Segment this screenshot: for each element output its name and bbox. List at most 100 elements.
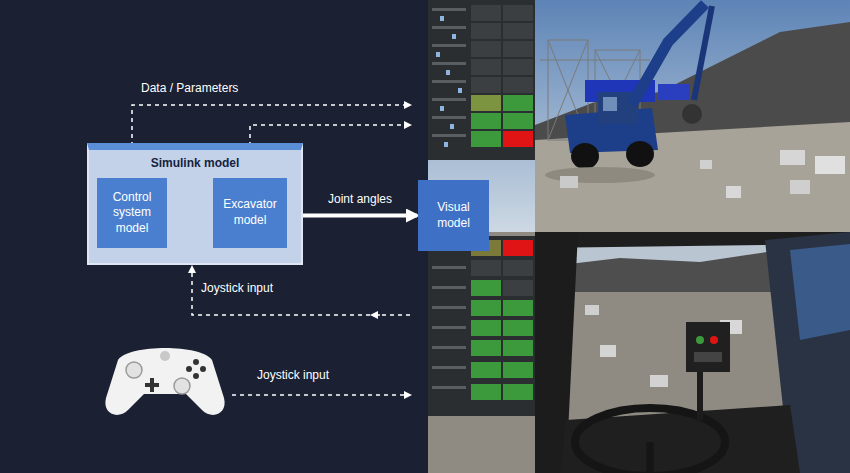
simulator-screenshot-top <box>436 52 440 57</box>
simulator-screenshot-cab <box>697 372 703 420</box>
simulator-screenshot-top <box>471 95 501 111</box>
process-box: Visual model <box>418 180 489 251</box>
simulator-screenshot-top <box>503 59 533 75</box>
simulator-screenshot-cab <box>503 280 533 296</box>
simulator-screenshot-top <box>682 104 702 124</box>
simulator-screenshot-cab <box>432 386 466 389</box>
flow-arrow <box>303 214 417 218</box>
simulator-screenshot-top <box>458 88 462 93</box>
simulator-screenshot-top <box>428 0 850 232</box>
simulator-screenshot-top <box>471 23 501 39</box>
simulator-screenshot-top <box>503 23 533 39</box>
signal-label: Joystick input <box>257 368 329 382</box>
signal-label: Joystick input <box>201 281 273 295</box>
gamepad-icon <box>126 362 142 378</box>
simulator-screenshot-top <box>694 6 712 100</box>
simulator-screenshot-cab <box>432 246 466 389</box>
simulator-screenshot-top <box>471 41 501 57</box>
simulator-screenshot-top <box>432 134 466 137</box>
simulator-screenshot-cab <box>428 232 850 473</box>
simulator-screenshot-top <box>540 60 650 61</box>
gamepad-icon <box>150 378 154 392</box>
simulator-screenshot-cab <box>647 442 654 473</box>
gamepad-icon <box>160 351 170 361</box>
simulator-screenshot-cab <box>471 300 501 316</box>
simulator-screenshot-top <box>432 62 466 65</box>
simulator-screenshot-cab <box>471 260 501 276</box>
simulator-screenshot-top <box>432 8 466 137</box>
simulator-screenshot-cab <box>432 286 466 289</box>
simulator-screenshot-top <box>452 34 456 39</box>
simulator-screenshot-top <box>428 0 535 160</box>
joystick-line <box>232 394 410 396</box>
simulator-screenshot-top <box>432 26 466 29</box>
joystick-arrowhead <box>372 314 380 316</box>
simulator-screenshot-cab <box>471 280 501 296</box>
simulator-screenshot-cab <box>585 305 599 315</box>
simulator-screenshot-cab <box>503 384 533 400</box>
simulator-screenshot-cab <box>432 306 466 309</box>
simulator-screenshot-top <box>432 8 466 11</box>
simulator-screenshot-top <box>471 59 501 75</box>
simulator-screenshot-top <box>790 180 810 194</box>
simulator-screenshot-top <box>626 141 654 167</box>
simulator-screenshot-top <box>658 84 690 100</box>
simulator-screenshot-cab <box>503 300 533 316</box>
simulator-screenshot-cab <box>471 362 501 378</box>
simulator-screenshot-cab <box>503 260 533 276</box>
process-box: Control system model <box>97 178 167 248</box>
gamepad-icon <box>193 373 199 379</box>
gamepad-icon <box>105 348 224 415</box>
simulator-screenshot-top <box>726 186 741 198</box>
simulator-screenshot-top <box>780 150 805 165</box>
simulator-screenshot-top <box>700 160 712 169</box>
simulator-screenshot-cab <box>710 336 718 344</box>
signal-label: Data / Parameters <box>141 81 238 95</box>
simulator-screenshot-cab <box>432 366 466 369</box>
node-text: Simulink model <box>89 150 301 170</box>
simulator-screenshot-cab <box>428 236 535 416</box>
simulator-screenshot-top <box>440 106 444 111</box>
gamepad-icon <box>193 359 199 365</box>
simulator-screenshot-top <box>432 80 466 83</box>
gamepad-icon <box>186 366 192 372</box>
simulator-screenshot-top <box>603 97 617 111</box>
gamepad-icon <box>105 348 224 415</box>
simulator-screenshot-cab <box>694 352 722 362</box>
simulator-screenshot-top <box>432 116 466 119</box>
simulator-screenshot-top <box>471 131 501 147</box>
node-text: Excavator model <box>217 197 283 228</box>
simulator-screenshot-top <box>471 77 501 93</box>
simulator-screenshot-cab <box>686 322 730 372</box>
simulator-screenshot-top <box>446 70 450 75</box>
simulator-screenshot-top <box>444 142 448 147</box>
simulator-screenshot-cab <box>600 345 616 357</box>
simulator-screenshot-cab <box>471 340 501 356</box>
simulator-screenshot-top <box>503 131 533 147</box>
simulator-screenshot-top <box>560 176 578 188</box>
simulator-screenshot-cab <box>432 326 466 329</box>
simulator-screenshot-top <box>503 95 533 111</box>
simulator-screenshot-cab <box>503 320 533 336</box>
simulator-screenshot-cab <box>432 266 466 269</box>
simulator-screenshot-top <box>571 143 599 169</box>
simulator-screenshot-top <box>471 5 501 21</box>
simulator-screenshot-top <box>450 124 454 129</box>
gamepad-icon <box>174 378 190 394</box>
simulator-screenshot-top <box>436 16 462 147</box>
simulator-screenshot-top <box>428 0 850 232</box>
gamepad-icon <box>200 366 206 372</box>
simulator-screenshot-top <box>503 113 533 129</box>
simulator-screenshot-cab <box>503 240 533 256</box>
simulator-screenshot-cab <box>503 340 533 356</box>
simulator-screenshot-top <box>503 41 533 57</box>
node-text: Control system model <box>101 190 163 237</box>
simulator-screenshot-cab <box>428 232 850 473</box>
simulator-screenshot-cab <box>471 320 501 336</box>
simulator-screenshot-cab <box>790 244 850 340</box>
simulator-screenshot-cab <box>432 346 466 349</box>
simulator-screenshot-top <box>432 44 466 47</box>
simulator-screenshot-cab <box>503 362 533 378</box>
simulink-container: Simulink modelControl system model Excava… <box>87 143 303 265</box>
simulator-screenshot-cab <box>696 336 704 344</box>
